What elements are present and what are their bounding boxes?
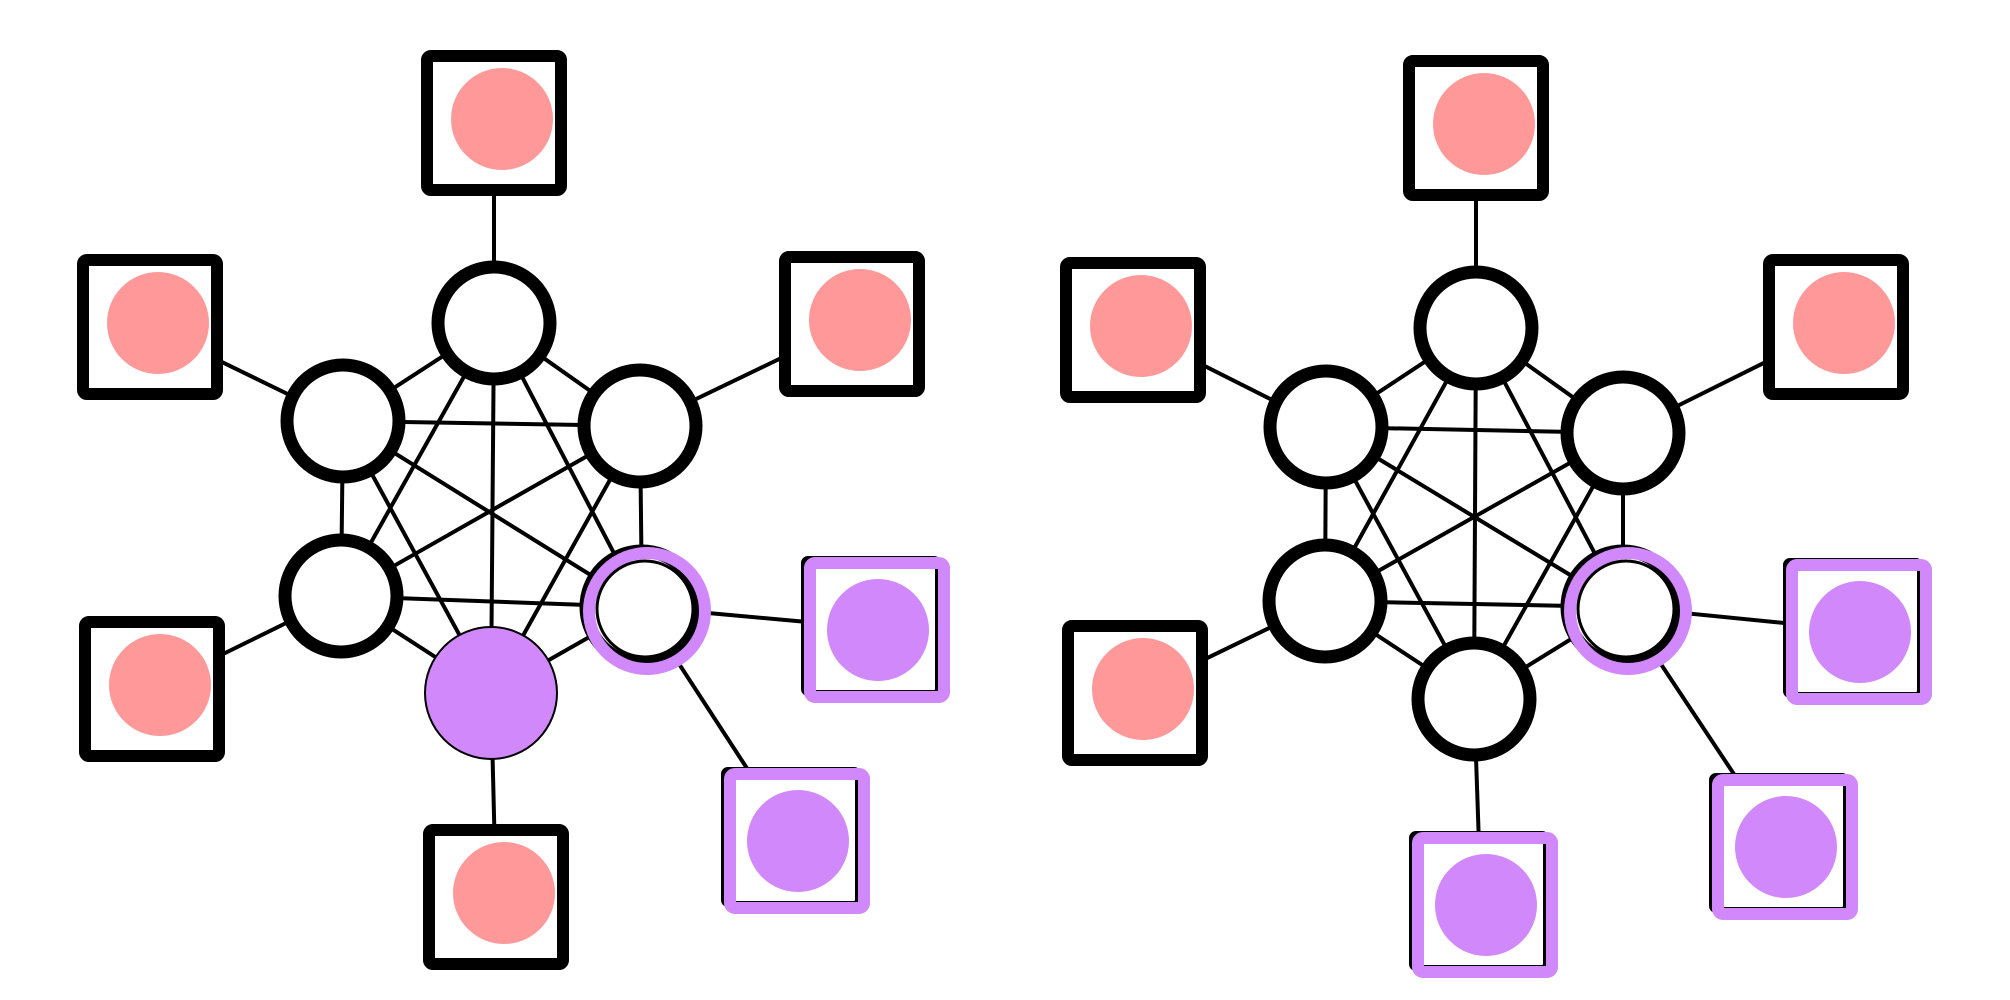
node-lower-left [1262,538,1388,664]
node-ring-lower-right [583,547,711,675]
leaf-dot-right [827,579,929,681]
leaf-box-right [804,557,950,703]
node-upper-right [577,363,703,489]
node-upper-left [1263,364,1389,490]
node-lower-left [278,533,404,659]
right-graph [1060,55,1932,978]
node-ring-lower-right [1564,547,1692,675]
leaf-dot-top [1433,73,1535,175]
leaf-dot-lower-right [747,790,849,892]
leaf-dot-bottom [453,842,555,944]
leaf-dot-lower-right [1735,796,1837,898]
node-upper-left [280,358,406,484]
leaf-box-right [1786,559,1932,705]
leaf-dot-top [451,68,553,170]
node-inner-lower-right [595,559,695,659]
leaf-dot-lower-left [1092,638,1194,740]
node-upper-right [1560,370,1686,496]
leaf-dot-right [1809,581,1911,683]
leaf-box-lower-right [1712,774,1858,920]
node-bottom [424,626,558,760]
leaf-dot-bottom [1435,854,1537,956]
leaf-dot-upper-left [107,272,209,374]
leaf-dot-lower-left [109,634,211,736]
leaf-dot-upper-left [1090,275,1192,377]
node-top [431,260,557,386]
leaf-box-lower-right [724,768,870,914]
left-graph [77,50,950,970]
leaf-dot-upper-right [1793,272,1895,374]
node-inner-lower-right [1576,559,1676,659]
node-bottom [1411,636,1537,762]
leaf-box-bottom [1412,832,1558,978]
node-top [1413,265,1539,391]
leaf-dot-upper-right [809,269,911,371]
